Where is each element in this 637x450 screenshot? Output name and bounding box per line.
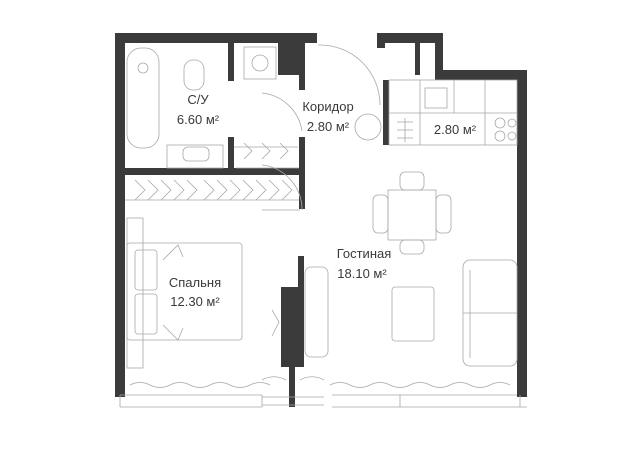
room-name-bedroom: Спальня xyxy=(169,275,221,290)
toilet-icon xyxy=(183,59,205,91)
tv-stand xyxy=(304,266,329,358)
room-name-living: Гостиная xyxy=(337,246,392,261)
room-name-bathroom: С/У xyxy=(187,92,209,107)
washing-machine-icon xyxy=(243,46,277,80)
room-area-living: 18.10 м² xyxy=(337,266,387,281)
room-area-bedroom: 12.30 м² xyxy=(170,294,220,309)
windows xyxy=(119,376,527,408)
furniture xyxy=(125,44,518,369)
sink-icon xyxy=(166,144,224,169)
dining-table xyxy=(387,189,437,241)
room-name-corridor: Коридор xyxy=(302,99,353,114)
walls xyxy=(115,33,527,407)
wardrobe-hangers xyxy=(134,142,293,201)
bathtub-icon xyxy=(126,47,160,149)
coffee-table xyxy=(391,286,435,342)
kitchen-counter xyxy=(388,79,518,146)
kitchen-sink-icon xyxy=(424,87,448,109)
room-area-bathroom: 6.60 м² xyxy=(177,112,220,127)
room-labels: С/У 6.60 м² Коридор 2.80 м² 2.80 м² Гост… xyxy=(169,92,477,309)
bed xyxy=(126,242,243,341)
room-area-corridor: 2.80 м² xyxy=(307,119,350,134)
room-area-kitchen: 2.80 м² xyxy=(434,122,477,137)
